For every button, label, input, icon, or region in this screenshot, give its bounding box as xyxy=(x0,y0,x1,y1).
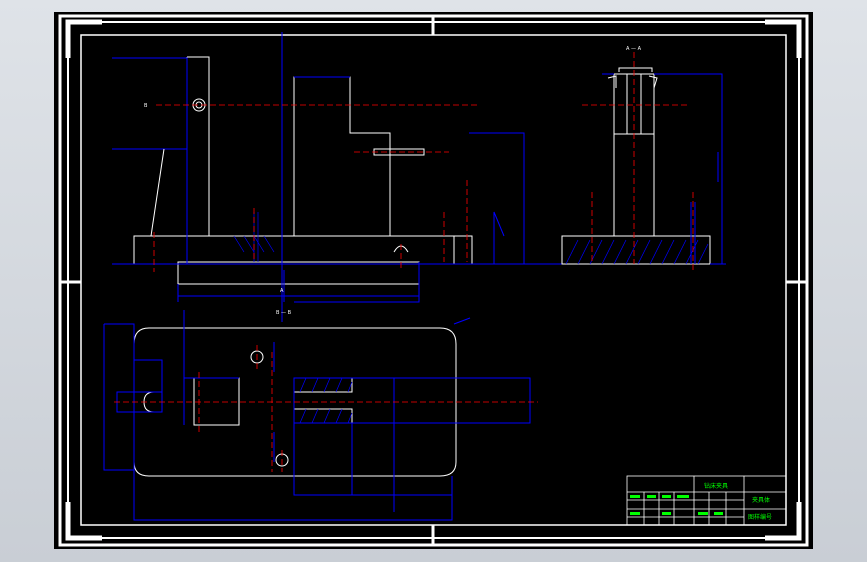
front-view-centerlines xyxy=(153,104,479,272)
title-block-cells xyxy=(630,495,723,515)
section-marker-b: B xyxy=(144,103,148,109)
title-block-name: 夹具体 xyxy=(752,496,770,504)
section-label-a-a: A — A xyxy=(626,46,642,52)
drawing-canvas: A — A B — B B A 钻床夹具 夹具体 图样编号 xyxy=(58,14,809,547)
side-view-outline xyxy=(602,73,723,265)
section-labels: A — A B — B B A xyxy=(144,46,642,316)
title-block-drawing-no: 图样编号 xyxy=(748,513,772,521)
section-marker-a: A xyxy=(280,288,284,294)
drawing-sheet[interactable]: A — A B — B B A 钻床夹具 夹具体 图样编号 xyxy=(54,12,813,549)
top-view-outline xyxy=(103,310,531,521)
side-view-hatch xyxy=(565,239,709,265)
sheet-border xyxy=(58,14,809,547)
title-block-title: 钻床夹具 xyxy=(704,482,728,490)
side-view xyxy=(561,67,711,265)
top-view-centerlines xyxy=(114,345,538,472)
side-view-centerlines xyxy=(582,52,694,272)
section-label-b-b: B — B xyxy=(276,310,292,316)
title-block xyxy=(626,475,787,526)
top-view-hatch xyxy=(299,377,353,424)
